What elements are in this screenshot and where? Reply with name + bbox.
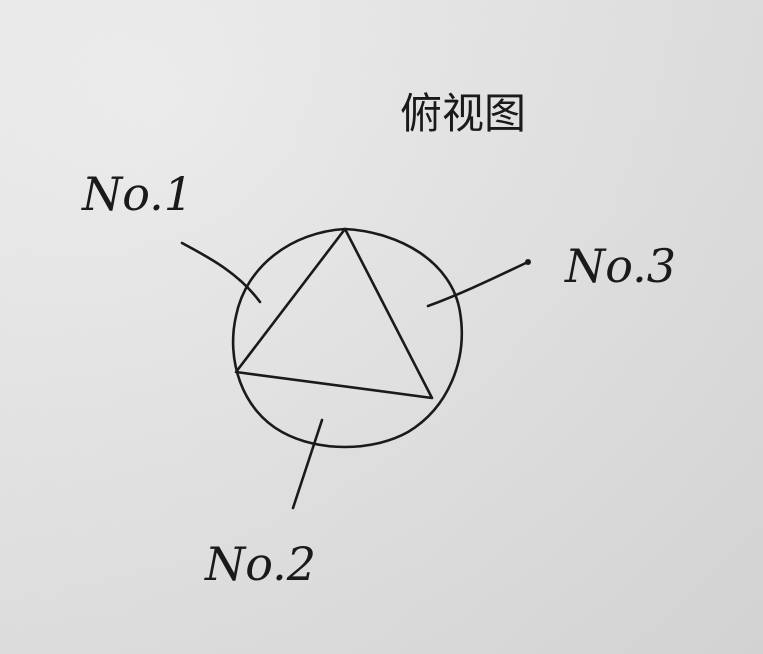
label-no3: No.3: [564, 239, 676, 293]
label-no2: No.2: [204, 537, 316, 591]
inscribed-triangle: [234, 227, 434, 400]
leader-dot-no3: [525, 259, 531, 265]
leader-line-no1: [180, 241, 262, 304]
circle-outline: [231, 227, 464, 449]
leader-line-no3: [426, 260, 530, 308]
diagram-title: 俯视图: [400, 89, 526, 138]
label-no1: No.1: [81, 167, 193, 221]
leader-line-no2: [291, 418, 324, 510]
